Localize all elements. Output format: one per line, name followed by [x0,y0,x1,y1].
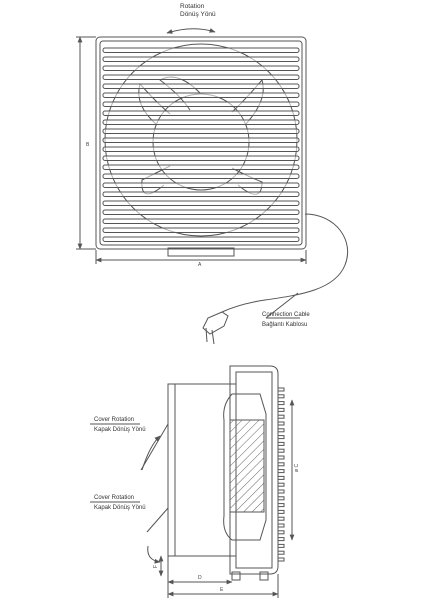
rear-housing [167,383,237,557]
grille-slat [102,173,300,179]
cover-tooth [277,435,285,440]
side-view [90,365,295,598]
cover-rotation-arrow-2 [147,545,161,564]
cover-tooth [277,414,285,419]
grille-slat [102,209,300,215]
grille-slats [102,47,300,242]
cover-tooth [277,448,285,453]
grille-slat [102,218,300,224]
rotation-arrow [166,28,216,34]
rotor-outline [223,393,267,541]
front-view [76,28,349,345]
cover-tooth [277,387,285,392]
cover-grille-teeth [277,387,285,562]
cover-tooth [277,469,285,474]
cable-label-tr: Bağlantı Kablosu [262,322,307,328]
dim-d-label: D [198,575,202,581]
cover-tooth [277,537,285,542]
grille-slat [102,164,300,170]
grille-slat [102,47,300,53]
grille-slat [102,101,300,107]
foot-left [231,571,241,581]
cover-tooth [277,523,285,528]
grille-slat [102,92,300,98]
cover-tooth [277,509,285,514]
grille-slat [102,56,300,62]
dim-a-label: A [198,262,202,268]
grille-slat [102,191,300,197]
grille-slat [102,200,300,206]
fan-frame-inner [99,40,303,246]
grille-slat [102,182,300,188]
connection-cable [221,213,349,313]
grille-slat [102,74,300,80]
cover-tooth [277,550,285,555]
cover-tooth [277,455,285,460]
cover-rotation-2-en: Cover Rotation [94,495,134,501]
rotation-label-en: Rotation [180,3,205,10]
plug-icon [202,311,229,345]
dim-f-label: F [153,565,159,568]
foot-right [259,571,269,581]
fan-frame-outer [95,36,307,250]
cover-tooth [277,482,285,487]
cover-tooth [277,496,285,501]
rotation-label-tr: Dönüş Yönü [180,11,216,18]
grille-slat [102,146,300,152]
grille-slat [102,155,300,161]
cover-tooth [277,407,285,412]
cover-tooth [277,462,285,467]
grille-slat [102,128,300,134]
grille-slat [102,110,300,116]
cover-tooth [277,394,285,399]
grille-slat [102,227,300,233]
grille-slat [102,137,300,143]
cover-tooth [277,516,285,521]
grille-slat [102,83,300,89]
bottom-tab [167,247,235,257]
cover-tooth [277,421,285,426]
cover-tooth [277,401,285,406]
cover-rotation-1-en: Cover Rotation [94,417,134,423]
cable-leader [265,292,299,319]
dim-e-label: E [220,587,224,593]
cover-tooth [277,441,285,446]
cover-rotation-2-tr: Kapak Dönüş Yönü [94,505,146,511]
grille-slat [102,119,300,125]
cover-rotation-1-tr: Kapak Dönüş Yönü [94,427,146,433]
grille-slat [102,65,300,71]
front-cover [229,365,279,575]
cover-tooth [277,428,285,433]
cover-tooth [277,503,285,508]
cover-tooth [277,489,285,494]
dim-b-label: B [86,142,90,148]
rotor-hatched-hub [229,419,265,513]
cover-tooth [277,530,285,535]
cover-tooth [277,557,285,562]
cover-tooth [277,475,285,480]
dim-c-label: ø C [294,464,300,472]
cable-label-en: Connection Cable [262,312,310,318]
cover-tooth [277,543,285,548]
grille-slat [102,236,300,242]
